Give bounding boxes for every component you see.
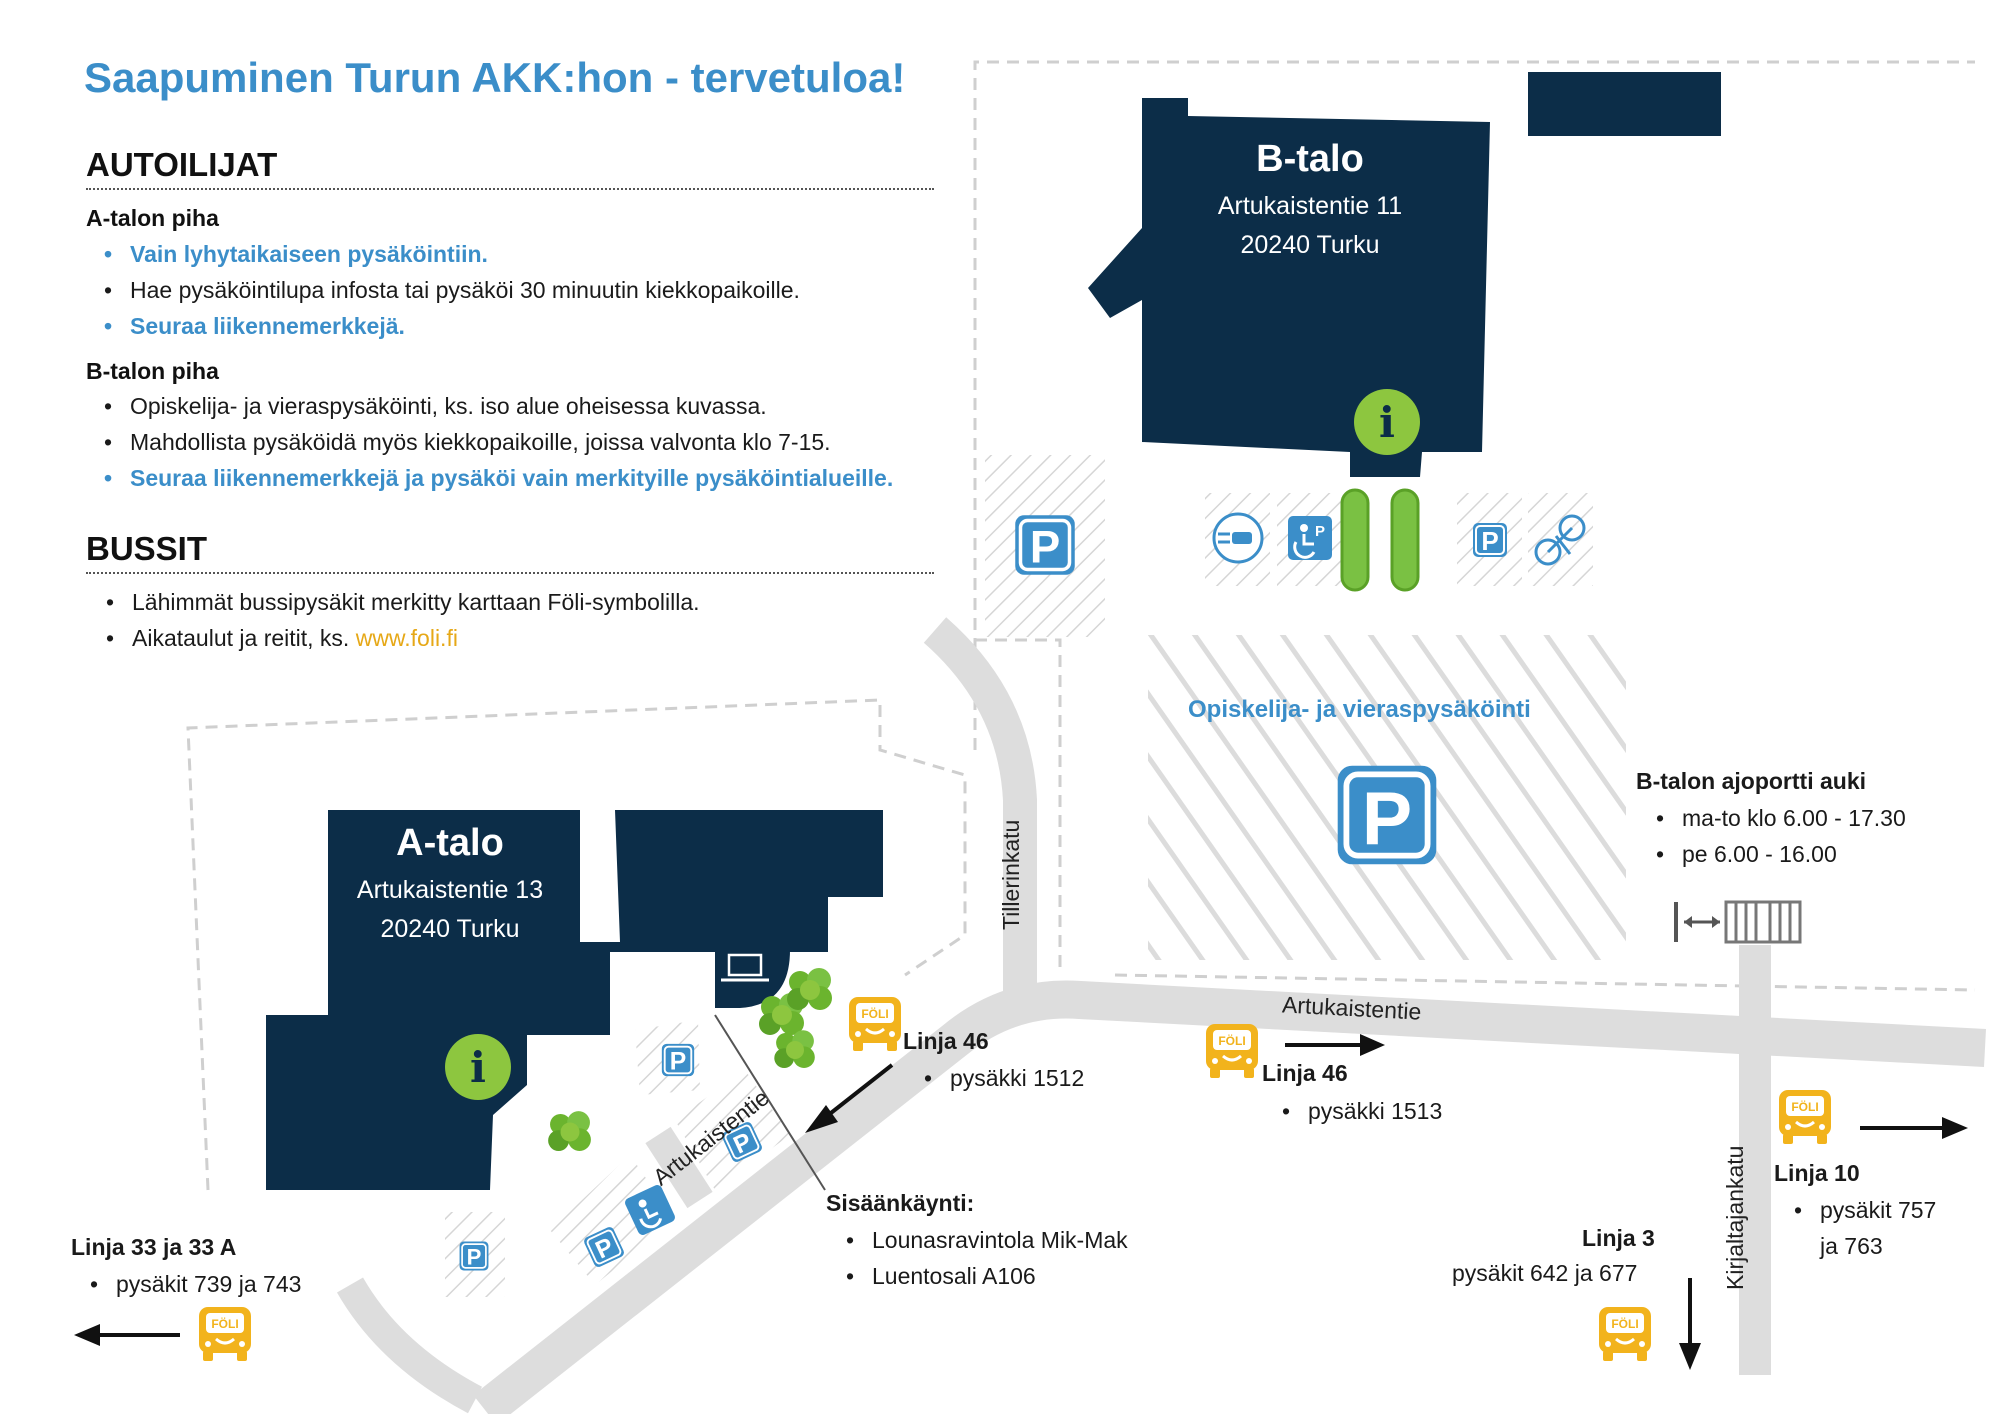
linja3-stops: pysäkit 642 ja 677 [1452, 1260, 1638, 1286]
b-talo-city: 20240 Turku [1240, 231, 1380, 259]
linja10-line: Linja 10 [1774, 1160, 1860, 1186]
parking-sign-a-4 [458, 1240, 490, 1272]
linja33-stops: pysäkit 739 ja 743 [70, 1266, 301, 1302]
svg-text:P: P [1315, 523, 1325, 540]
linja10-stop-cont: ja 763 [1820, 1228, 1936, 1264]
parking-sign-large [1338, 766, 1437, 865]
parking-sign-b-side [1013, 513, 1077, 577]
hedges [1340, 488, 1420, 592]
heading-autoilijat: AUTOILIJAT [86, 146, 934, 190]
svg-text:i: i [470, 1043, 486, 1092]
b-piha-item: Opiskelija- ja vieraspysäköinti, ks. iso… [104, 388, 893, 424]
foli-bus-icon-linja10 [1777, 1088, 1833, 1146]
b-piha-item: Mahdollista pysäköidä myös kiekkopaikoil… [104, 424, 893, 460]
lecture-hall-icon [721, 953, 769, 982]
gate-icon [1674, 900, 1802, 944]
entrance-list: Lounasravintola Mik-Mak Luentosali A106 [826, 1222, 1128, 1294]
gate-hours: ma-to klo 6.00 - 17.30 pe 6.00 - 16.00 [1636, 800, 1906, 872]
linja46-a-stop: pysäkki 1512 [924, 1060, 1084, 1096]
accessible-parking-icon-b: P [1288, 516, 1332, 560]
a-piha-item: Seuraa liikennemerkkejä. [104, 308, 800, 344]
linja46-a-stops: pysäkki 1512 [904, 1060, 1084, 1096]
a-talo-street: Artukaistentie 13 [356, 876, 544, 904]
foli-bus-icon-1513 [1204, 1022, 1260, 1080]
entrance-item: Luentosali A106 [846, 1258, 1128, 1294]
bussit-item: Aikataulut ja reitit, ks. www.foli.fi [106, 620, 700, 656]
linja3-line: Linja 3 [1582, 1225, 1655, 1251]
a-piha-item: Hae pysäköintilupa infosta tai pysäköi 3… [104, 272, 800, 308]
restaurant-icon [644, 953, 696, 991]
entrance-title: Sisäänkäynti: [826, 1190, 975, 1216]
linja46-b-line: Linja 46 [1262, 1060, 1348, 1086]
a-piha-title: A-talon piha [86, 205, 219, 231]
street-kirjaltajankatu: Kirjaltajankatu [1722, 1145, 1748, 1290]
page-title: Saapuminen Turun AKK:hon - tervetuloa! [84, 54, 906, 101]
gate-hours-item: pe 6.00 - 16.00 [1656, 836, 1906, 872]
a-talo-city: 20240 Turku [380, 915, 520, 943]
svg-text:i: i [1379, 398, 1395, 447]
info-icon-a: i [445, 1034, 511, 1100]
foli-link[interactable]: www.foli.fi [355, 625, 458, 651]
ev-charging-icon [1212, 512, 1264, 564]
linja46-b-stop: pysäkki 1513 [1282, 1093, 1442, 1129]
b-talo-name: B-talo [1256, 138, 1364, 180]
bicycle-icon [1534, 514, 1586, 566]
a-talo-label: A-talo Artukaistentie 13 20240 Turku [300, 822, 600, 949]
entrance-pointer [714, 1014, 826, 1191]
a-talo-name: A-talo [396, 822, 504, 864]
foli-bus-icon-linja33 [197, 1305, 253, 1363]
b-talo-street: Artukaistentie 11 [1217, 192, 1403, 220]
foli-bus-icon-linja3 [1597, 1305, 1653, 1363]
property-boundaries [186, 60, 1976, 1191]
linja10-stop2: ja 763 [1820, 1233, 1883, 1259]
heading-bussit: BUSSIT [86, 530, 934, 574]
a-piha-list: Vain lyhytaikaiseen pysäköintiin. Hae py… [84, 236, 800, 344]
parking-sign-a-1 [660, 1042, 696, 1078]
direction-arrows [74, 1034, 1968, 1370]
linja33-line: Linja 33 ja 33 A [71, 1234, 237, 1260]
a-piha-item: Vain lyhytaikaiseen pysäköintiin. [104, 236, 800, 272]
b-talo-building [1088, 72, 1721, 477]
linja33-stop: pysäkit 739 ja 743 [90, 1266, 301, 1302]
b-piha-list: Opiskelija- ja vieraspysäköinti, ks. iso… [84, 388, 893, 496]
parking-sign-b-row [1472, 522, 1508, 558]
roads [336, 617, 1987, 1414]
linja10-stop: pysäkit 757 [1794, 1192, 1936, 1228]
b-piha-title: B-talon piha [86, 358, 219, 384]
street-tillerinkatu: Tillerinkatu [998, 819, 1024, 930]
linja46-a-line: Linja 46 [903, 1028, 989, 1054]
b-talo-label: B-talo Artukaistentie 11 20240 Turku [1160, 138, 1460, 265]
bussit-item-text: Aikataulut ja reitit, ks. [132, 625, 350, 651]
accessible-parking-icon-a [625, 1185, 675, 1235]
info-icon-b: i [1354, 389, 1420, 455]
gate-hours-item: ma-to klo 6.00 - 17.30 [1656, 800, 1906, 836]
linja10-stops: pysäkit 757 ja 763 [1774, 1192, 1936, 1264]
bussit-list: Lähimmät bussipysäkit merkitty karttaan … [86, 584, 700, 656]
linja46-b-stops: pysäkki 1513 [1262, 1093, 1442, 1129]
parking-area-title: Opiskelija- ja vieraspysäköinti [1188, 696, 1531, 723]
entrance-item: Lounasravintola Mik-Mak [846, 1222, 1128, 1258]
bussit-item: Lähimmät bussipysäkit merkitty karttaan … [106, 584, 699, 620]
gate-title: B-talon ajoportti auki [1636, 768, 1866, 794]
foli-bus-icon-1512 [847, 995, 903, 1053]
b-piha-item: Seuraa liikennemerkkejä ja pysäköi vain … [104, 460, 893, 496]
